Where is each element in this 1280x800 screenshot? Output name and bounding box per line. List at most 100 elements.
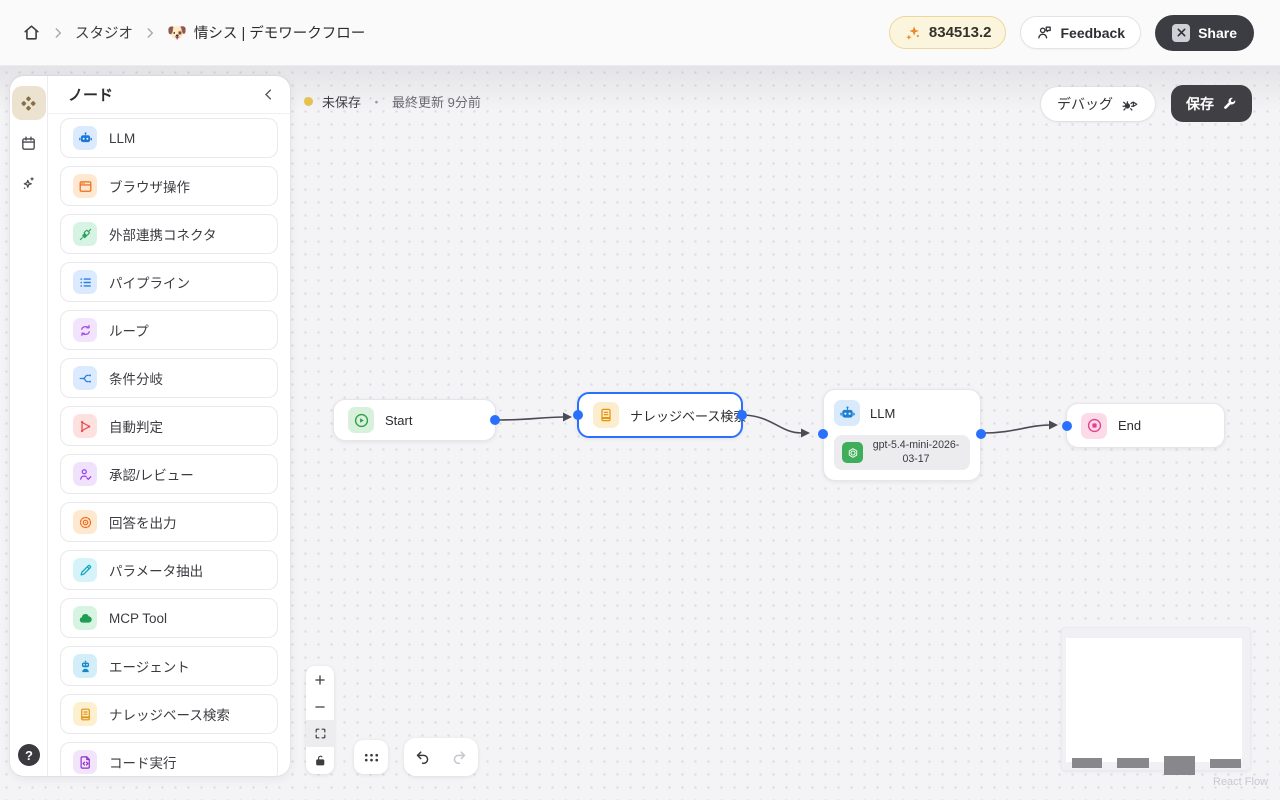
chevron-right-icon xyxy=(143,26,157,40)
debug-label: デバッグ xyxy=(1057,95,1113,112)
plug-icon xyxy=(73,222,97,246)
sidebar-item-mcp-tool[interactable]: MCP Tool xyxy=(60,598,278,638)
calendar-tab[interactable] xyxy=(12,126,46,160)
loop-icon xyxy=(73,318,97,342)
node-knowledge-search[interactable]: ナレッジベース検索 xyxy=(573,392,747,438)
breadcrumb-workflow[interactable]: 🐶 情シス | デモワークフロー xyxy=(167,22,365,43)
target-handle[interactable] xyxy=(1062,420,1072,431)
last-updated: 最終更新 9分前 xyxy=(392,95,481,110)
zoom-out-button[interactable] xyxy=(306,693,334,720)
sidebar-item-classifier[interactable]: 自動判定 xyxy=(60,406,278,446)
source-handle[interactable] xyxy=(490,415,500,425)
target-handle[interactable] xyxy=(573,410,583,420)
react-flow-attribution: React Flow xyxy=(1213,776,1269,788)
robot-icon xyxy=(73,126,97,150)
node-list: LLM ブラウザ操作 外部連携コネクタ パイプライン ループ 条件分岐 xyxy=(48,114,290,776)
source-handle[interactable] xyxy=(976,429,986,439)
sidebar-item-answer-output[interactable]: 回答を出力 xyxy=(60,502,278,542)
sidebar-item-browser[interactable]: ブラウザ操作 xyxy=(60,166,278,206)
openai-icon xyxy=(842,442,863,463)
target-icon xyxy=(73,510,97,534)
sidebar-item-code-exec[interactable]: コード実行 xyxy=(60,742,278,776)
minimap[interactable] xyxy=(1062,628,1250,775)
model-name: gpt-5.4-mini-2026-03-17 xyxy=(872,439,960,465)
target-handle[interactable] xyxy=(818,429,828,439)
sidebar-item-approval[interactable]: 承認/レビュー xyxy=(60,454,278,494)
undo-button[interactable] xyxy=(404,738,441,776)
save-button[interactable]: 保存 xyxy=(1171,85,1252,122)
node-palette-sidebar: ? ノード LLM ブラウザ操作 外部連携コネクタ パイプ xyxy=(10,76,290,776)
person-check-icon xyxy=(73,462,97,486)
lock-toggle-button[interactable] xyxy=(306,747,334,774)
classifier-icon xyxy=(73,414,97,438)
ai-sparkle-tab[interactable] xyxy=(12,166,46,200)
sidebar-item-agent[interactable]: エージェント xyxy=(60,646,278,686)
home-icon[interactable] xyxy=(22,23,41,42)
cloud-icon xyxy=(73,606,97,630)
workflow-title: 情シス | デモワークフロー xyxy=(193,26,366,42)
collapse-panel-button[interactable] xyxy=(261,87,276,102)
sparkles-icon xyxy=(904,24,922,42)
sidebar-item-connector[interactable]: 外部連携コネクタ xyxy=(60,214,278,254)
help-button[interactable]: ? xyxy=(18,744,40,766)
play-icon xyxy=(348,407,374,433)
feedback-label: Feedback xyxy=(1060,24,1126,41)
token-counter-pill[interactable]: 834513.2 xyxy=(888,16,1007,49)
node-label: End xyxy=(1118,418,1142,433)
feedback-button[interactable]: Feedback xyxy=(1020,16,1142,49)
node-llm[interactable]: LLM gpt-5.4-mini-2026-03-17 xyxy=(818,389,986,481)
chevron-right-icon xyxy=(51,26,65,40)
model-selector[interactable]: gpt-5.4-mini-2026-03-17 xyxy=(834,435,970,470)
minimap-node xyxy=(1117,758,1149,768)
save-label: 保存 xyxy=(1186,95,1214,112)
bug-play-icon xyxy=(1121,95,1139,113)
save-status: 未保存 xyxy=(322,95,362,110)
panel-title: ノード xyxy=(68,87,114,104)
x-share-icon xyxy=(1172,23,1191,42)
browser-icon xyxy=(73,174,97,198)
token-count: 834513.2 xyxy=(928,24,992,41)
breadcrumb: スタジオ 🐶 情シス | デモワークフロー xyxy=(22,22,365,43)
debug-button[interactable]: デバッグ xyxy=(1041,86,1155,121)
sidebar-item-knowledge-search[interactable]: ナレッジベース検索 xyxy=(60,694,278,734)
source-handle[interactable] xyxy=(737,410,747,420)
minimap-node xyxy=(1210,759,1241,768)
node-end[interactable]: End xyxy=(1062,403,1225,448)
top-header: スタジオ 🐶 情シス | デモワークフロー 834513.2 Feedback … xyxy=(0,0,1280,66)
node-start[interactable]: Start xyxy=(333,399,500,441)
sidebar-item-llm[interactable]: LLM xyxy=(60,118,278,158)
code-file-icon xyxy=(73,750,97,774)
share-label: Share xyxy=(1198,24,1237,41)
sidebar-rail: ? xyxy=(10,76,48,776)
breadcrumb-studio[interactable]: スタジオ xyxy=(75,26,133,42)
node-label: LLM xyxy=(870,405,896,421)
node-label: ナレッジベース検索 xyxy=(630,408,747,424)
minimap-viewport xyxy=(1066,638,1242,762)
robot-icon xyxy=(834,400,860,426)
stop-icon xyxy=(1081,412,1107,439)
zoom-in-button[interactable] xyxy=(306,666,334,693)
unsaved-dot-icon xyxy=(304,97,313,106)
grid-dots-button[interactable] xyxy=(354,740,388,774)
nodes-tab[interactable] xyxy=(11,86,46,120)
sidebar-item-loop[interactable]: ループ xyxy=(60,310,278,350)
sidebar-item-condition[interactable]: 条件分岐 xyxy=(60,358,278,398)
feedback-icon xyxy=(1036,24,1053,41)
branch-icon xyxy=(73,366,97,390)
history-controls xyxy=(404,738,478,776)
minimap-node xyxy=(1072,758,1102,768)
minimap-node xyxy=(1164,756,1195,775)
zoom-controls xyxy=(306,666,334,774)
wrench-icon xyxy=(1222,96,1237,111)
fit-view-button[interactable] xyxy=(306,720,334,747)
workflow-emoji-icon: 🐶 xyxy=(167,24,187,42)
sidebar-item-pipeline[interactable]: パイプライン xyxy=(60,262,278,302)
redo-button[interactable] xyxy=(441,738,478,776)
sidebar-item-param-extract[interactable]: パラメータ抽出 xyxy=(60,550,278,590)
list-icon xyxy=(73,270,97,294)
save-status-bar: 未保存 ・ 最終更新 9分前 xyxy=(304,92,481,111)
share-button[interactable]: Share xyxy=(1155,14,1254,51)
book-icon xyxy=(73,702,97,726)
agent-icon xyxy=(73,654,97,678)
book-icon xyxy=(593,402,619,428)
